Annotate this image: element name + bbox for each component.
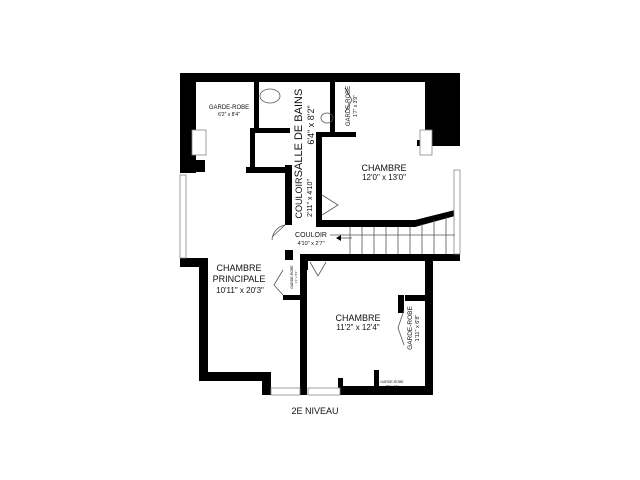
room-size: 1'1" x 5'1" [294,270,298,283]
windows [179,129,461,396]
room-name: SALLE DE BAINS [293,89,305,178]
room-name: GARDE-ROBE [407,305,414,349]
room-name: GARDE-ROBE [380,380,404,384]
stair-arrow-icon [336,235,352,241]
level-label: 2E NIVEAU [291,406,338,416]
room-size: 12'0" x 13'0" [362,173,406,182]
room-name: GARDE-ROBE [346,86,352,126]
room-size: 6'4" x 8'2" [306,105,316,144]
room-name: PRINCIPALE [213,274,266,284]
room-size: 4'10" x 2'7" [297,241,324,247]
room-size: 10'11" x 20'3" [216,286,264,295]
room-size: 1'7" x 3'9" [353,95,359,117]
room-name: COULOIR [295,232,327,239]
walls [180,73,460,395]
room-name: CHAMBRE [335,313,380,323]
room-size: 4'6" x 1'1" [385,384,398,388]
room-name: GARDE-ROBE [290,265,294,289]
stairs [330,217,455,254]
room-size: 2'11" x 4'10" [307,179,314,217]
room-name: GARDE-ROBE [209,105,249,111]
room-size: 1'11" x 6'8" [415,315,421,342]
room-size: 6'2" x 8'4" [218,112,240,118]
room-name: COULOIR [294,177,304,219]
room-name: CHAMBRE [361,163,406,173]
room-name: CHAMBRE [216,263,261,273]
room-size: 11'2" x 12'4" [336,323,379,332]
doors [259,87,405,346]
